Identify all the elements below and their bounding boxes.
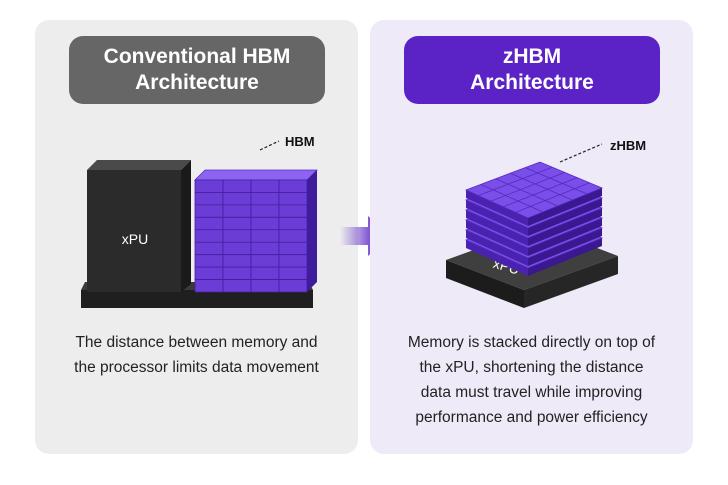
zhbm-layer-left bbox=[466, 190, 528, 226]
zhbm-grid-line bbox=[510, 172, 573, 201]
hbm-leader-line bbox=[259, 140, 280, 151]
zhbm-illustration: xPU zHBM bbox=[446, 138, 646, 308]
hbm-cell bbox=[250, 266, 280, 280]
hbm-cell bbox=[222, 204, 252, 218]
conventional-caption: The distance between memory and the proc… bbox=[45, 330, 348, 380]
hbm-cell bbox=[222, 279, 252, 293]
hbm-cell bbox=[222, 216, 252, 231]
zhbm-layer-right bbox=[528, 228, 602, 266]
hbm-cell bbox=[194, 266, 224, 280]
hbm-cell bbox=[222, 192, 252, 206]
hbm-cell bbox=[278, 241, 308, 256]
zhbm-layer-right bbox=[528, 198, 602, 236]
zhbm-grid-line bbox=[503, 177, 578, 208]
hbm-stack bbox=[194, 169, 318, 293]
hbm-cell bbox=[250, 192, 280, 206]
hbm-top-face bbox=[194, 169, 318, 181]
hbm-cell bbox=[278, 204, 308, 218]
caption-line-2: the processor limits data movement bbox=[74, 359, 319, 376]
hbm-cell bbox=[250, 204, 280, 218]
zhbm-grid-line bbox=[515, 182, 590, 213]
hbm-cell bbox=[250, 229, 280, 243]
hbm-cell bbox=[250, 279, 280, 293]
title-line-1: Conventional HBM bbox=[103, 45, 291, 68]
zhbm-layer-right bbox=[528, 218, 602, 256]
zhbm-grid-line bbox=[490, 172, 565, 202]
hbm-cell bbox=[222, 266, 252, 280]
hbm-cell bbox=[250, 241, 280, 256]
hbm-cell bbox=[250, 216, 280, 231]
zhbm-caption: Memory is stacked directly on top of the… bbox=[380, 330, 683, 430]
caption-line-3: data must travel while improving bbox=[420, 384, 643, 401]
hbm-cell bbox=[194, 192, 224, 206]
hbm-cell bbox=[250, 179, 280, 193]
hbm-side-face bbox=[307, 170, 317, 292]
zhbm-layer-right bbox=[528, 238, 602, 276]
hbm-cell bbox=[194, 279, 224, 293]
zhbm-label: zHBM bbox=[610, 138, 646, 153]
hbm-cell bbox=[194, 204, 224, 218]
hbm-cell bbox=[278, 179, 308, 193]
conventional-hbm-title: Conventional HBM Architecture bbox=[69, 36, 325, 104]
zhbm-layer-left bbox=[466, 200, 528, 236]
hbm-cell bbox=[194, 216, 224, 231]
zhbm-grid-line bbox=[495, 178, 558, 207]
hbm-cell bbox=[194, 254, 224, 268]
zhbm-layer-left bbox=[466, 220, 528, 256]
hbm-cell bbox=[222, 229, 252, 243]
hbm-label: HBM bbox=[285, 134, 315, 149]
hbm-cell bbox=[278, 254, 308, 268]
zhbm-layer-left bbox=[466, 240, 528, 276]
zhbm-title: zHBM Architecture bbox=[404, 36, 660, 104]
caption-line-2: the xPU, shortening the distance bbox=[419, 359, 644, 376]
hbm-cell bbox=[278, 279, 308, 293]
xpu-label: xPU bbox=[122, 231, 148, 247]
conventional-hbm-panel: Conventional HBM Architecture xPU HBM Th… bbox=[35, 20, 358, 454]
conventional-hbm-illustration: xPU HBM bbox=[81, 134, 318, 308]
hbm-cell bbox=[250, 254, 280, 268]
zhbm-grid-line bbox=[480, 184, 543, 213]
caption-line-1: The distance between memory and bbox=[75, 334, 318, 351]
zhbm-panel: zHBM Architecture xPU zHBM Memory is sta… bbox=[370, 20, 693, 454]
title-line-1: zHBM bbox=[502, 45, 562, 68]
hbm-cell bbox=[278, 216, 308, 231]
zhbm-stack bbox=[464, 161, 604, 276]
zhbm-grid-line bbox=[478, 166, 553, 196]
title-line-2: Architecture bbox=[470, 71, 594, 94]
zhbm-leader-line bbox=[559, 143, 603, 163]
hbm-cell bbox=[194, 241, 224, 256]
zhbm-layer-top bbox=[464, 161, 604, 219]
title-line-2: Architecture bbox=[135, 71, 259, 94]
base-platform-front bbox=[81, 290, 313, 308]
hbm-cell bbox=[278, 266, 308, 280]
hbm-cell bbox=[222, 179, 252, 193]
hbm-cell bbox=[278, 229, 308, 243]
zhbm-grid-line bbox=[525, 167, 588, 195]
zhbm-layer-left bbox=[466, 230, 528, 266]
caption-line-4: performance and power efficiency bbox=[415, 409, 648, 426]
hbm-cell bbox=[278, 192, 308, 206]
zhbm-layer-right bbox=[528, 208, 602, 246]
hbm-cell bbox=[194, 229, 224, 243]
xpu-cube: xPU bbox=[87, 160, 191, 292]
zhbm-layer-left bbox=[466, 210, 528, 246]
hbm-cell bbox=[222, 254, 252, 268]
hbm-cell bbox=[194, 179, 224, 193]
caption-line-1: Memory is stacked directly on top of bbox=[407, 334, 656, 351]
hbm-cell bbox=[222, 241, 252, 256]
zhbm-layer-right bbox=[528, 188, 602, 226]
